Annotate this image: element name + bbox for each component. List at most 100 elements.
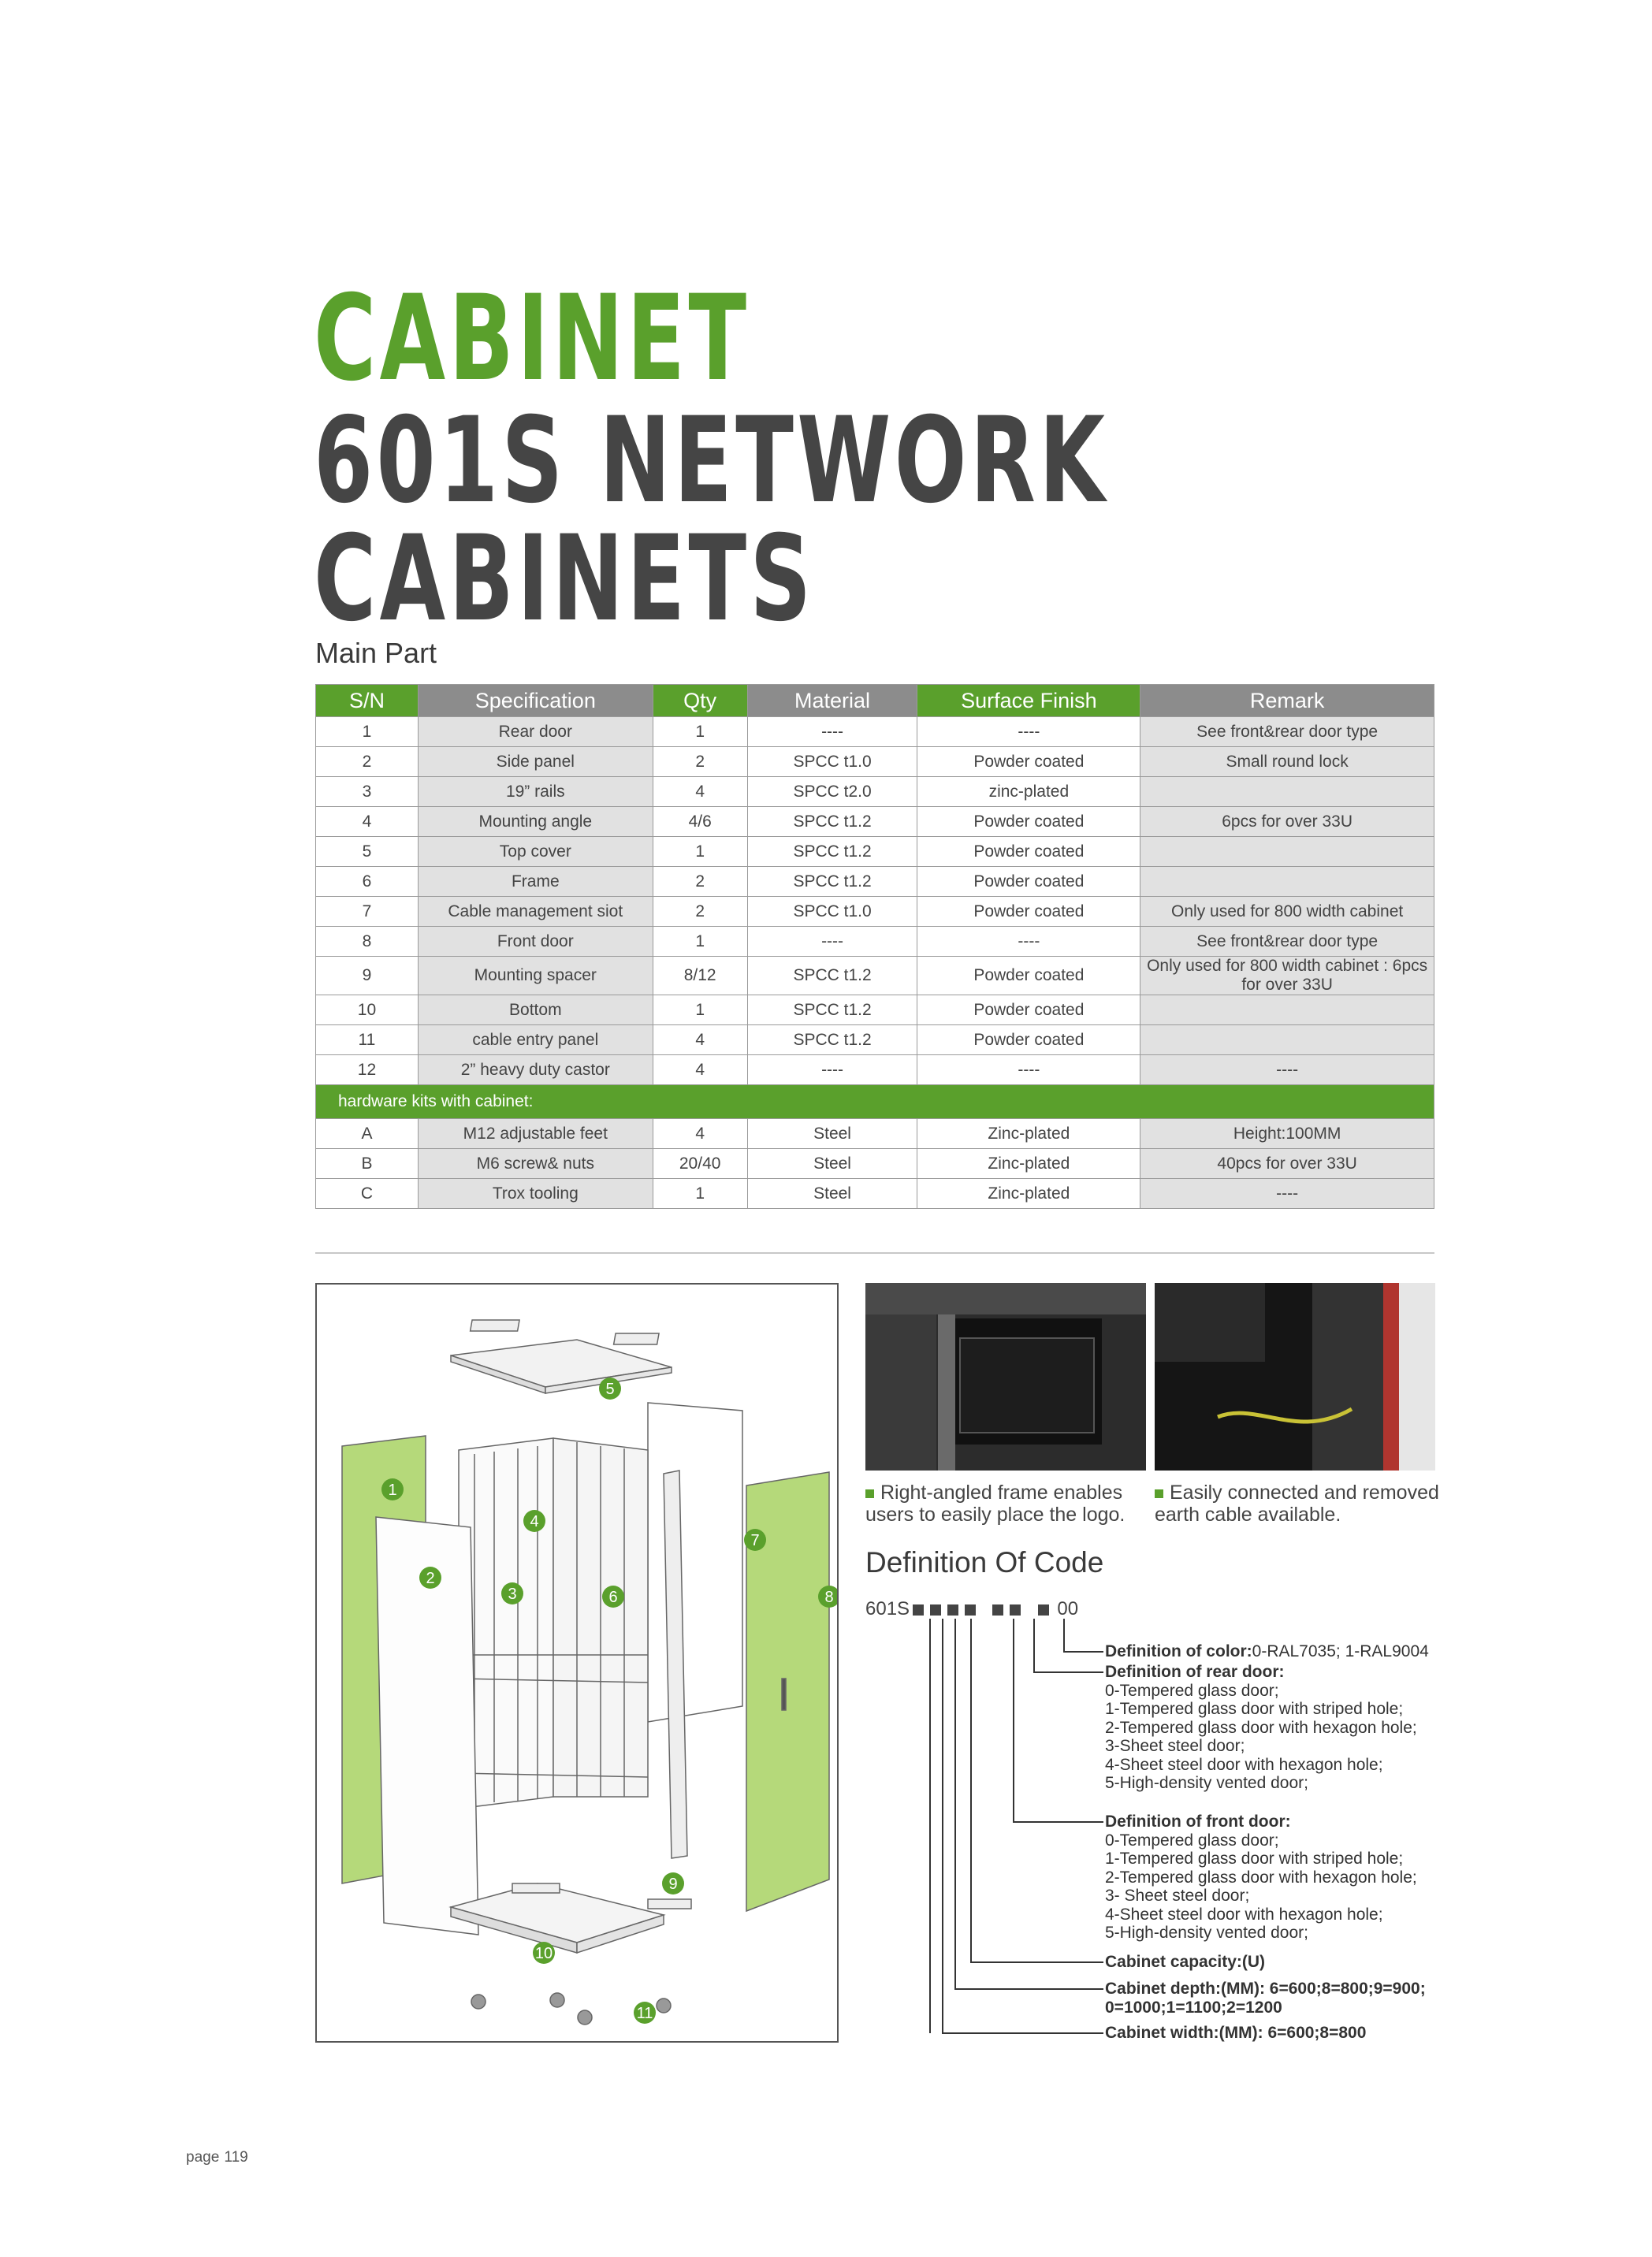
callout-10: 10 xyxy=(533,1942,555,1964)
table-cell: ---- xyxy=(1140,1178,1434,1209)
table-header-row: S/N Specification Qty Material Surface F… xyxy=(315,684,1434,717)
table-cell: ---- xyxy=(746,926,918,957)
table-cell: See front&rear door type xyxy=(1140,926,1434,957)
depth-definition: Cabinet depth:(MM): 6=600;8=800;9=900;0=… xyxy=(1105,1980,1426,2017)
callout-number: 11 xyxy=(637,2005,653,2022)
section-divider xyxy=(315,1252,1434,1254)
color-definition: Definition of color:0-RAL7035; 1-RAL9004 xyxy=(1105,1642,1429,1660)
table-cell: Trox tooling xyxy=(417,1178,653,1209)
table-cell: Cable management siot xyxy=(417,896,653,927)
front-door-definition: Definition of front door: 0-Tempered gla… xyxy=(1105,1813,1417,1942)
table-cell: Powder coated xyxy=(917,896,1141,927)
table-cell xyxy=(1140,866,1434,897)
table-cell: Top cover xyxy=(417,836,653,867)
table-cell: 1 xyxy=(652,716,748,747)
column-header-material: Material xyxy=(746,684,918,717)
table-cell: 1 xyxy=(652,926,748,957)
code-slot-icon xyxy=(1037,1604,1049,1616)
callout-1: 1 xyxy=(381,1478,404,1500)
table-cell: 19” rails xyxy=(417,776,653,807)
hardware-kits-label: hardware kits with cabinet: xyxy=(315,1084,1434,1119)
table-cell: Only used for 800 width cabinet xyxy=(1140,896,1434,927)
callout-11: 11 xyxy=(634,2002,656,2024)
callout-7: 7 xyxy=(744,1529,766,1551)
callout-8: 8 xyxy=(818,1586,840,1608)
table-cell xyxy=(1140,836,1434,867)
table-cell: Steel xyxy=(746,1178,918,1209)
table-cell xyxy=(1140,776,1434,807)
table-cell: 7 xyxy=(315,896,419,927)
table-cell: cable entry panel xyxy=(417,1024,653,1055)
table-cell xyxy=(1140,995,1434,1025)
width-definition: Cabinet width:(MM): 6=600;8=800 xyxy=(1105,2024,1367,2042)
column-header-surface-finish: Surface Finish xyxy=(917,684,1141,717)
table-cell: 1 xyxy=(315,716,419,747)
table-cell: Mounting spacer xyxy=(417,956,653,995)
code-slot-icon xyxy=(913,1604,925,1616)
earth-cable-photo xyxy=(1155,1283,1435,1471)
column-header-sn: S/N xyxy=(315,684,419,717)
table-cell: M12 adjustable feet xyxy=(417,1118,653,1149)
bullet-square-icon xyxy=(865,1489,874,1498)
code-slot-icon xyxy=(965,1604,977,1616)
table-cell: 2 xyxy=(652,896,748,927)
table-cell: Small round lock xyxy=(1140,746,1434,777)
table-cell: Height:100MM xyxy=(1140,1118,1434,1149)
product-title: 601S NETWORK CABINETS xyxy=(314,392,1109,648)
table-cell: SPCC t1.2 xyxy=(746,956,918,995)
column-header-remark: Remark xyxy=(1140,684,1434,717)
table-cell: Powder coated xyxy=(917,746,1141,777)
table-cell: ---- xyxy=(917,1054,1141,1085)
code-pattern: 601S 00 xyxy=(865,1598,1078,1620)
table-cell: 4 xyxy=(652,1118,748,1149)
main-part-heading: Main Part xyxy=(315,637,437,669)
table-cell: Powder coated xyxy=(917,806,1141,837)
table-cell: 2 xyxy=(652,746,748,777)
table-cell: SPCC t2.0 xyxy=(746,776,918,807)
table-cell: 9 xyxy=(315,956,419,995)
code-slot-icon xyxy=(947,1604,959,1616)
callout-9: 9 xyxy=(662,1872,684,1894)
table-cell: Side panel xyxy=(417,746,653,777)
table-cell: 4 xyxy=(652,1024,748,1055)
table-cell: A xyxy=(315,1118,419,1149)
table-cell: 11 xyxy=(315,1024,419,1055)
table-cell: Powder coated xyxy=(917,866,1141,897)
table-cell: 6pcs for over 33U xyxy=(1140,806,1434,837)
table-cell: Mounting angle xyxy=(417,806,653,837)
table-cell: Zinc-plated xyxy=(917,1118,1141,1149)
table-cell: 1 xyxy=(652,836,748,867)
table-cell: 4/6 xyxy=(652,806,748,837)
callout-number: 10 xyxy=(535,1945,553,1962)
callout-number: 4 xyxy=(530,1513,538,1530)
table-cell: 4 xyxy=(652,776,748,807)
callout-3: 3 xyxy=(501,1582,523,1604)
table-cell: ---- xyxy=(1140,1054,1434,1085)
table-cell: Powder coated xyxy=(917,956,1141,995)
callout-4: 4 xyxy=(523,1510,545,1532)
table-cell: 5 xyxy=(315,836,419,867)
table-cell: M6 screw& nuts xyxy=(417,1148,653,1179)
table-cell: Frame xyxy=(417,866,653,897)
callout-number: 7 xyxy=(750,1532,759,1549)
table-cell: ---- xyxy=(917,926,1141,957)
table-cell: zinc-plated xyxy=(917,776,1141,807)
catalog-category-title: CABINET xyxy=(314,270,750,407)
page-number: page 119 xyxy=(186,2149,248,2166)
table-cell: Steel xyxy=(746,1148,918,1179)
table-cell xyxy=(1140,1024,1434,1055)
definition-of-code-heading: Definition Of Code xyxy=(865,1546,1104,1578)
table-cell: SPCC t1.2 xyxy=(746,1024,918,1055)
table-cell: SPCC t1.2 xyxy=(746,806,918,837)
